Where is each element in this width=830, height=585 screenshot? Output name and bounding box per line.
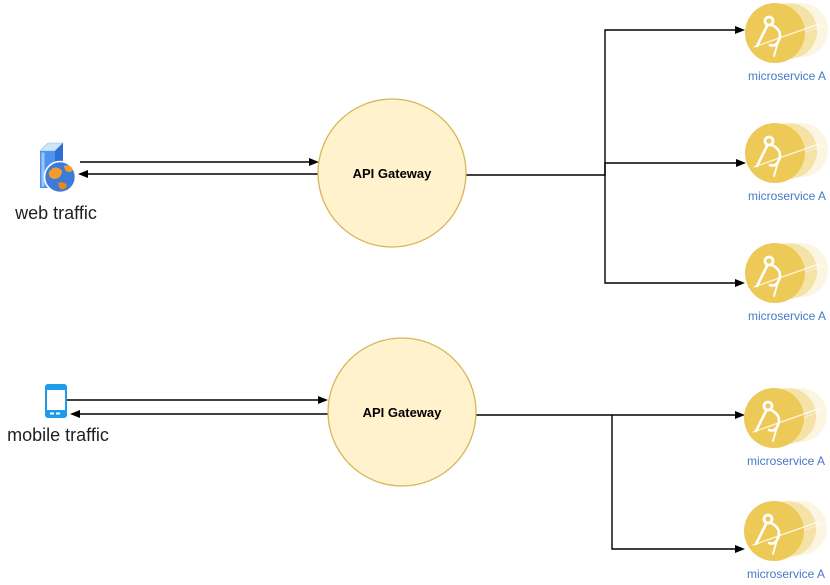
edge-gateway-bottom-to-mobile[interactable] (70, 410, 329, 418)
mobile-traffic-label: mobile traffic (7, 425, 109, 445)
microservice-label: microservice A (747, 454, 825, 468)
edge-gateway-top-to-ms2[interactable] (604, 159, 746, 175)
microservice-node-bottom-2[interactable]: microservice A (744, 501, 830, 581)
edge-web-to-gateway-top[interactable] (80, 158, 319, 166)
web-traffic-node[interactable]: web traffic (14, 142, 97, 223)
web-traffic-label: web traffic (14, 203, 97, 223)
edge-gateway-top-to-ms3[interactable] (604, 175, 745, 287)
edge-mobile-to-gateway-bottom[interactable] (67, 396, 328, 404)
edge-gateway-top-to-ms1[interactable] (466, 26, 745, 176)
microservice-node-top-1[interactable]: microservice A (745, 3, 830, 83)
microservice-node-bottom-1[interactable]: microservice A (744, 388, 830, 468)
api-gateway-top-node[interactable]: API Gateway (317, 98, 467, 248)
mobile-traffic-node[interactable]: mobile traffic (7, 384, 109, 445)
api-gateway-top-label: API Gateway (353, 166, 433, 181)
microservice-node-top-3[interactable]: microservice A (745, 243, 830, 323)
api-gateway-bottom-label: API Gateway (363, 405, 443, 420)
server-globe-icon (39, 142, 77, 194)
api-gateway-bottom-node[interactable]: API Gateway (327, 337, 477, 487)
microservice-node-top-2[interactable]: microservice A (745, 123, 830, 203)
microservice-label: microservice A (748, 189, 826, 203)
microservice-label: microservice A (747, 567, 825, 581)
edge-gateway-bottom-to-ms5[interactable] (611, 415, 745, 553)
microservice-label: microservice A (748, 69, 826, 83)
edge-gateway-bottom-to-ms4[interactable] (476, 411, 745, 419)
microservice-label: microservice A (748, 309, 826, 323)
smartphone-icon (45, 384, 67, 418)
edge-gateway-top-to-web[interactable] (78, 170, 318, 178)
